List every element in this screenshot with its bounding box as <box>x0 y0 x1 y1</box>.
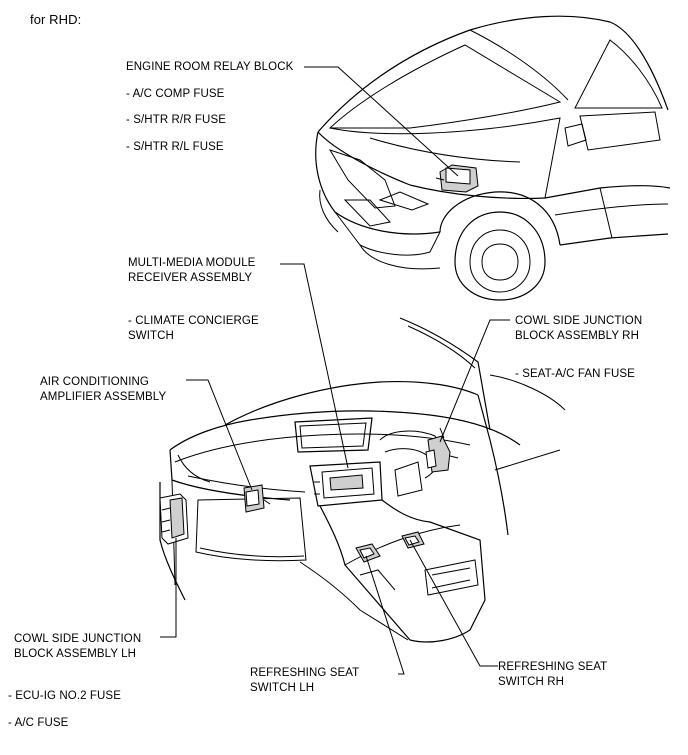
engine-relay-item-3: - S/HTR R/L FUSE <box>126 141 224 153</box>
multimedia-item-line2: SWITCH <box>128 330 174 342</box>
leader-multimedia <box>280 263 349 469</box>
engine-relay-item-2: - S/HTR R/R FUSE <box>126 114 226 126</box>
cowl-rh-title-line2: BLOCK ASSEMBLY RH <box>515 330 639 342</box>
multimedia-title-line1: MULTI-MEDIA MODULE <box>128 257 256 269</box>
engine-relay-title: ENGINE ROOM RELAY BLOCK <box>126 61 294 73</box>
cowl-lh-item-2: - A/C FUSE <box>8 717 69 729</box>
seat-lh-title-line1: REFRESHING SEAT <box>250 667 360 679</box>
multimedia-title-line2: RECEIVER ASSEMBLY <box>128 272 253 284</box>
seat-rh-title-line2: SWITCH RH <box>498 676 565 688</box>
seat-rh-title-line1: REFRESHING SEAT <box>498 661 608 673</box>
cowl-lh-title-line2: BLOCK ASSEMBLY LH <box>14 648 137 660</box>
car-exterior-drawing <box>315 15 671 301</box>
page-title: for RHD: <box>30 12 82 27</box>
multimedia-item-line1: - CLIMATE CONCIERGE <box>128 315 259 327</box>
leader-cowl-lh <box>160 538 177 638</box>
cowl-lh-item-1: - ECU-IG NO.2 FUSE <box>8 690 121 702</box>
dashboard-interior-drawing <box>159 317 566 643</box>
cowl-lh-title-line1: COWL SIDE JUNCTION <box>14 633 142 645</box>
seat-lh-title-line2: SWITCH LH <box>250 682 315 694</box>
leader-lines <box>160 66 510 675</box>
engine-relay-item-1: - A/C COMP FUSE <box>126 88 225 100</box>
ac-amp-title-line1: AIR CONDITIONING <box>40 376 149 388</box>
cowl-rh-title-line1: COWL SIDE JUNCTION <box>515 315 643 327</box>
leader-seat-rh <box>409 539 498 667</box>
cowl-rh-item: - SEAT-A/C FAN FUSE <box>515 368 635 380</box>
leader-engine-relay <box>304 66 459 177</box>
leader-ac-amp <box>186 379 253 491</box>
leader-seat-lh <box>365 555 405 675</box>
ac-amp-title-line2: AMPLIFIER ASSEMBLY <box>40 391 167 403</box>
leader-cowl-rh <box>439 319 510 443</box>
